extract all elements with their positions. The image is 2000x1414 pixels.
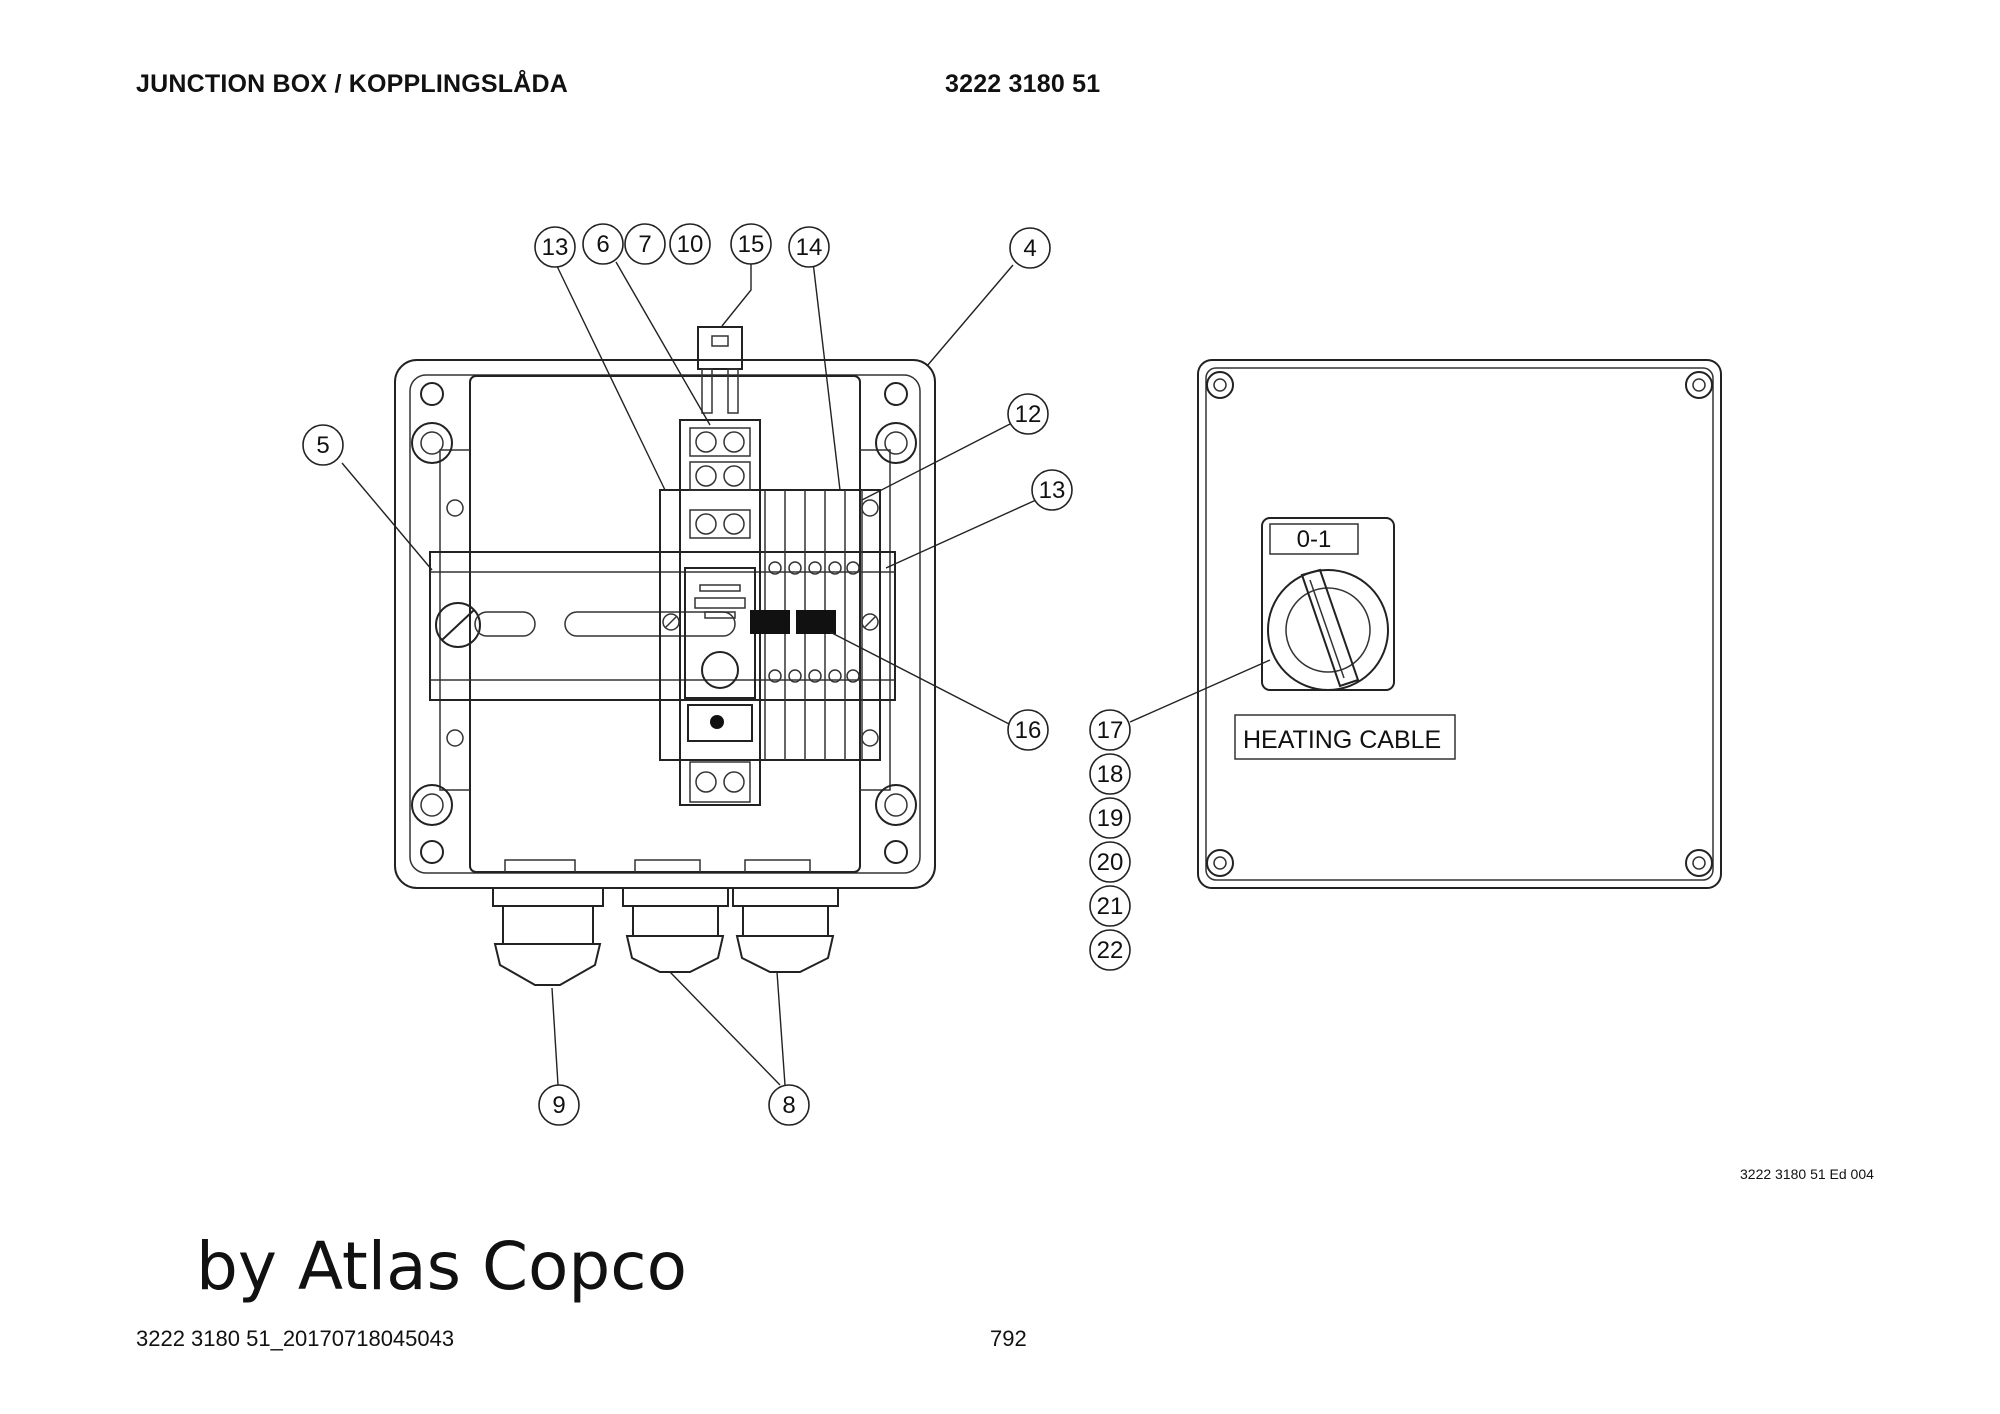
callout-13-top: 13 <box>534 226 576 268</box>
callout-label: 8 <box>782 1092 795 1119</box>
cable-glands <box>492 887 839 986</box>
callout-label: 21 <box>1097 893 1124 920</box>
callout-label: 13 <box>542 234 569 261</box>
callout-label: 10 <box>677 231 704 258</box>
callout-label: 14 <box>796 234 823 261</box>
callout-label: 15 <box>738 231 765 258</box>
leader-lines <box>341 261 1271 1086</box>
callout-18: 18 <box>1089 753 1131 795</box>
callout-label: 5 <box>316 432 329 459</box>
callout-9: 9 <box>538 1084 580 1126</box>
callout-label: 19 <box>1097 805 1124 832</box>
callout-8: 8 <box>768 1084 810 1126</box>
callout-label: 17 <box>1097 717 1124 744</box>
callout-20: 20 <box>1089 841 1131 883</box>
callout-label: 9 <box>552 1092 565 1119</box>
footer-document-id: 3222 3180 51_20170718045043 <box>136 1326 455 1351</box>
callout-16: 16 <box>1007 709 1049 751</box>
callout-6: 6 <box>582 223 624 265</box>
callout-label: 18 <box>1097 761 1124 788</box>
callout-label: 12 <box>1015 401 1042 428</box>
switch-position-label: 0-1 <box>1297 526 1332 553</box>
brand-text: by Atlas Copco <box>196 1228 687 1305</box>
test-plug <box>697 326 743 414</box>
page-title: JUNCTION BOX / KOPPLINGSLÅDA <box>136 70 569 98</box>
callout-17: 17 <box>1089 709 1131 751</box>
drawing-reference: 3222 3180 51 Ed 004 <box>1740 1166 1874 1182</box>
footer-page-number: 792 <box>990 1326 1027 1351</box>
callout-22: 22 <box>1089 929 1131 971</box>
callout-label: 22 <box>1097 937 1124 964</box>
callout-label: 4 <box>1023 235 1036 262</box>
heating-cable-label: HEATING CABLE <box>1243 726 1441 754</box>
callout-10: 10 <box>669 223 711 265</box>
callout-12: 12 <box>1007 393 1049 435</box>
callout-label: 20 <box>1097 849 1124 876</box>
junction-box-lid <box>1197 359 1722 889</box>
callout-19: 19 <box>1089 797 1131 839</box>
callout-13-right: 13 <box>1031 469 1073 511</box>
callout-14: 14 <box>788 226 830 268</box>
din-rail <box>429 551 896 701</box>
open-box-body <box>394 359 936 889</box>
callout-label: 13 <box>1039 477 1066 504</box>
callout-21: 21 <box>1089 885 1131 927</box>
callout-label: 16 <box>1015 717 1042 744</box>
callout-label: 6 <box>596 231 609 258</box>
callout-15: 15 <box>730 223 772 265</box>
terminal-block-assembly <box>659 419 881 806</box>
callout-4: 4 <box>1009 227 1051 269</box>
callout-5: 5 <box>302 424 344 466</box>
callout-label: 7 <box>638 231 651 258</box>
part-number: 3222 3180 51 <box>945 70 1101 98</box>
callout-7: 7 <box>624 223 666 265</box>
